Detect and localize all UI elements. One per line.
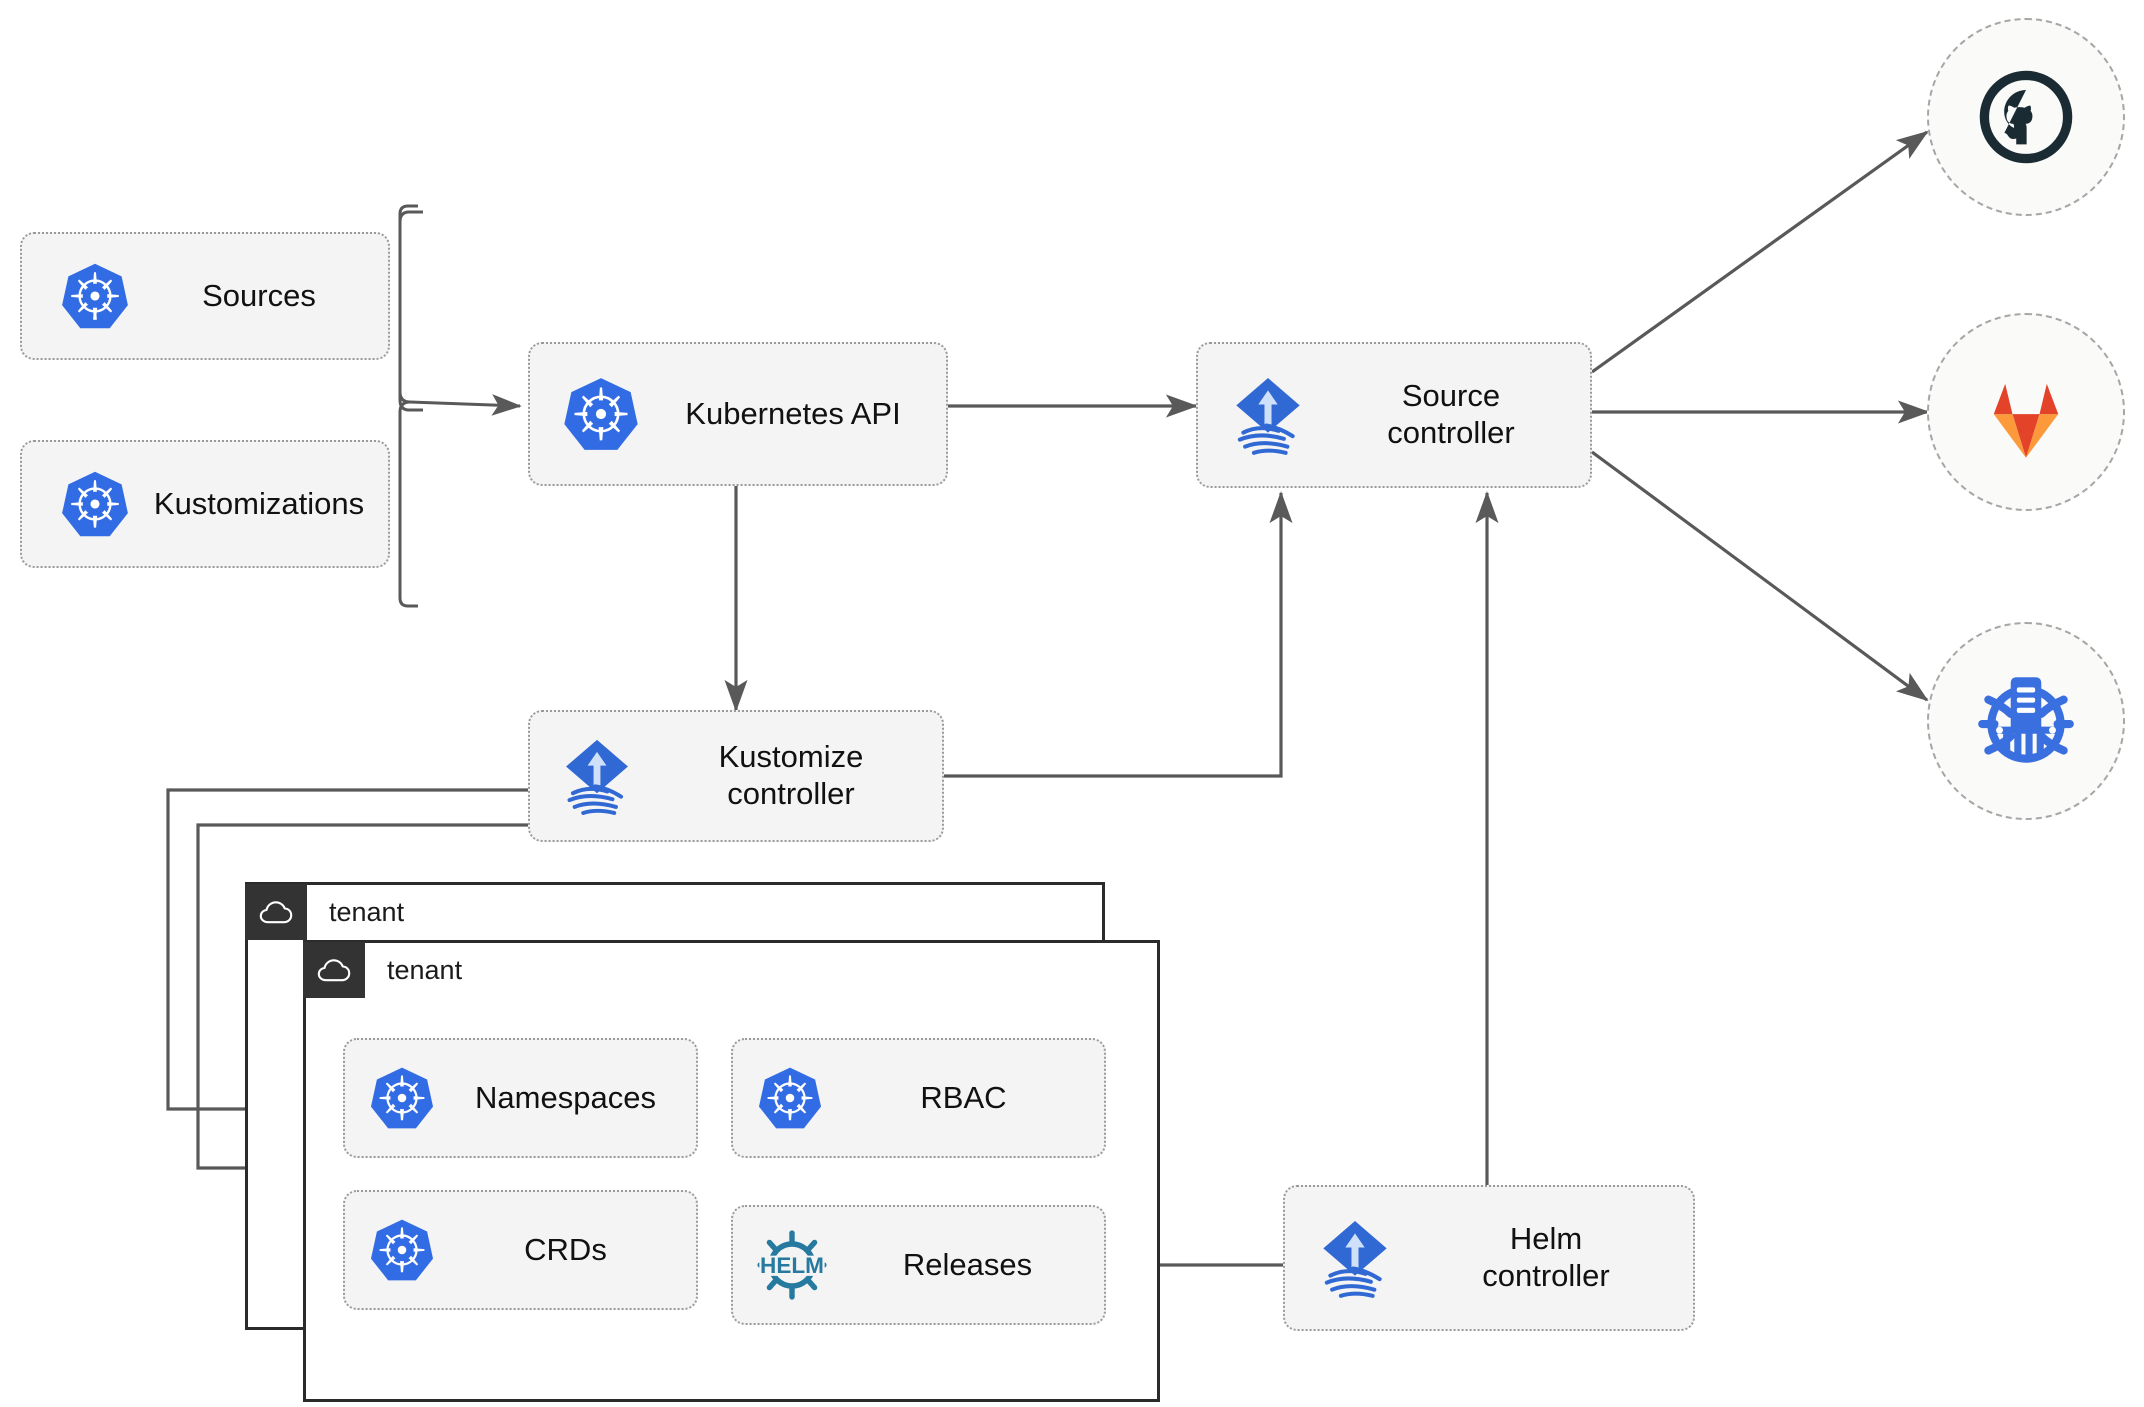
- node-helm-controller[interactable]: Helm controller: [1283, 1185, 1695, 1331]
- cloud-icon: [303, 941, 365, 998]
- wire-brace-resources: [398, 210, 423, 412]
- node-namespaces-label: Namespaces: [475, 1079, 656, 1115]
- node-releases[interactable]: HELM Releases: [731, 1205, 1106, 1325]
- kubernetes-icon: [562, 375, 640, 453]
- wire-source-to-github: [1591, 130, 1929, 374]
- flux-icon: [1311, 1214, 1399, 1302]
- node-sources-label: Sources: [202, 277, 316, 313]
- github-icon: [1979, 70, 2073, 164]
- wire-brace-to-api: [409, 394, 522, 416]
- kubernetes-icon: [60, 469, 130, 539]
- node-releases-label: Releases: [902, 1246, 1033, 1282]
- wire-brace-top: [398, 204, 418, 215]
- gitlab-icon: [1993, 383, 2059, 458]
- tenant-front-header: tenant: [303, 941, 463, 999]
- node-kustomize-controller-label: Kustomize controller: [718, 739, 864, 811]
- endpoint-gitlab[interactable]: [1927, 313, 2125, 511]
- wire-source-to-registry: [1591, 450, 1929, 702]
- wire-brace-spine2: [398, 214, 411, 598]
- node-crds[interactable]: CRDs: [343, 1190, 698, 1310]
- node-kubernetes-api[interactable]: Kubernetes API: [528, 342, 948, 486]
- node-kubernetes-api-label: Kubernetes API: [685, 395, 901, 431]
- node-kustomizations-label: Kustomizations: [153, 485, 365, 521]
- cloud-icon: [245, 883, 307, 940]
- helm-registry-icon: [1978, 677, 2074, 763]
- svg-text:HELM: HELM: [760, 1253, 824, 1278]
- flux-icon: [1224, 371, 1312, 459]
- node-kustomize-controller[interactable]: Kustomize controller: [528, 710, 944, 842]
- tenant-front-label: tenant: [387, 954, 463, 985]
- kubernetes-icon: [369, 1217, 435, 1283]
- tenant-group-front: tenant: [303, 940, 1160, 1402]
- tenant-back-label: tenant: [329, 896, 405, 927]
- node-source-controller[interactable]: Source controller: [1196, 342, 1592, 488]
- wire-brace-lower-stub: [400, 410, 423, 420]
- helm-icon: HELM: [753, 1230, 831, 1300]
- node-kustomizations[interactable]: Kustomizations: [20, 440, 390, 568]
- kubernetes-icon: [757, 1065, 823, 1131]
- kubernetes-icon: [60, 261, 130, 331]
- wire-brace-bottom: [398, 597, 418, 608]
- node-rbac[interactable]: RBAC: [731, 1038, 1106, 1158]
- kubernetes-icon: [369, 1065, 435, 1131]
- node-rbac-label: RBAC: [920, 1079, 1007, 1115]
- node-sources[interactable]: Sources: [20, 232, 390, 360]
- node-source-controller-label: Source controller: [1387, 378, 1515, 450]
- node-crds-label: CRDs: [524, 1231, 607, 1267]
- endpoint-container-registry[interactable]: [1927, 622, 2125, 820]
- node-helm-controller-label: Helm controller: [1482, 1221, 1610, 1293]
- flux-icon: [554, 733, 640, 819]
- node-namespaces[interactable]: Namespaces: [343, 1038, 698, 1158]
- endpoint-github[interactable]: [1927, 18, 2125, 216]
- wire-brace-stem: [400, 305, 520, 405]
- wire-kustomize-to-source: [944, 491, 1293, 778]
- tenant-back-header: tenant: [245, 883, 405, 941]
